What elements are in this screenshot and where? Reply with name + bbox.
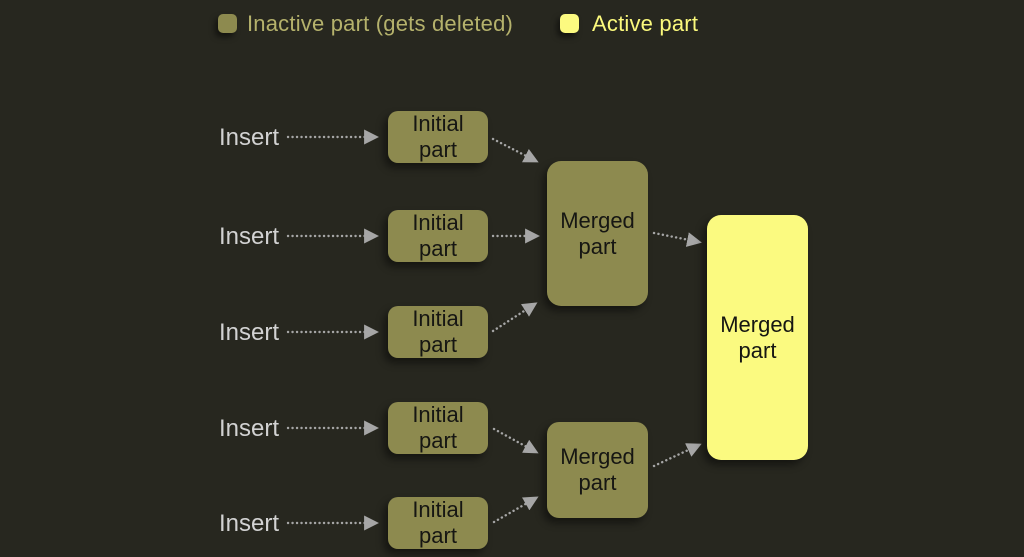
initial-part-3-label: Initial part [412, 306, 464, 357]
initial-part-4-label: Initial part [412, 402, 464, 453]
insert-label-5: Insert [219, 510, 280, 537]
initial-part-1: Initial part [388, 111, 488, 163]
initial-part-5: Initial part [388, 497, 488, 549]
initial-part-2: Initial part [388, 210, 488, 262]
initial-part-2-label: Initial part [412, 210, 464, 261]
merged-part-intermediate-2-label: Merged part [560, 444, 635, 495]
legend-swatch-inactive [218, 14, 237, 33]
legend-swatch-active [560, 14, 579, 33]
arrow-initial1-to-merged1 [491, 137, 539, 163]
insert-label-1: Insert [219, 124, 280, 151]
merged-part-intermediate-1: Merged part [547, 161, 648, 306]
arrow-merged2-to-final [652, 443, 702, 468]
arrow-initial3-to-merged1 [491, 302, 538, 333]
initial-part-3: Initial part [388, 306, 488, 358]
merged-part-intermediate-2: Merged part [547, 422, 648, 518]
legend-label-inactive: Inactive part (gets deleted) [247, 11, 514, 36]
insert-label-2: Insert [219, 223, 280, 250]
initial-part-1-label: Initial part [412, 111, 464, 162]
arrow-merged1-to-final [652, 231, 702, 247]
merged-part-final-label: Merged part [720, 311, 795, 363]
initial-part-4: Initial part [388, 402, 488, 454]
insert-label-4: Insert [219, 415, 280, 442]
merged-part-intermediate-1-label: Merged part [560, 207, 635, 259]
arrow-initial5-to-merged2 [492, 496, 539, 524]
insert-label-3: Insert [219, 319, 280, 346]
arrow-initial4-to-merged2 [492, 427, 539, 454]
initial-part-5-label: Initial part [412, 497, 464, 548]
merged-part-final: Merged part [707, 215, 808, 460]
legend-label-active: Active part [592, 11, 699, 36]
